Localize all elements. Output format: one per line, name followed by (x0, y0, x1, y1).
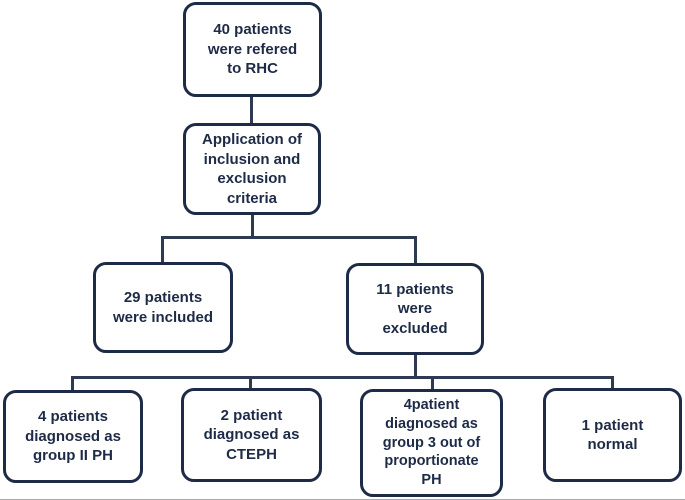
connector-drop-group2ph (71, 376, 74, 392)
connector-referred-criteria (250, 95, 253, 125)
connector-drop-included (161, 236, 164, 264)
node-referred: 40 patients were refered to RHC (183, 2, 322, 97)
connector-excluded-stem (414, 353, 417, 379)
connector-drop-excluded (414, 236, 417, 265)
node-group2ph: 4 patients diagnosed as group II PH (3, 390, 143, 483)
connector-criteria-stem (251, 213, 254, 239)
connector-drop-group3ph (431, 376, 434, 391)
node-cteph: 2 patient diagnosed as CTEPH (181, 388, 322, 482)
connector-criteria-branch (161, 236, 417, 239)
connector-drop-cteph (249, 376, 252, 390)
node-criteria: Application of inclusion and exclusion c… (183, 123, 321, 215)
connector-excluded-branch (71, 376, 614, 379)
node-included: 29 patients were included (93, 262, 233, 353)
node-excluded: 11 patients were excluded (346, 263, 484, 355)
node-group3ph: 4patient diagnosed as group 3 out of pro… (360, 389, 503, 497)
node-normal: 1 patient normal (543, 388, 682, 482)
connector-drop-normal (611, 376, 614, 390)
